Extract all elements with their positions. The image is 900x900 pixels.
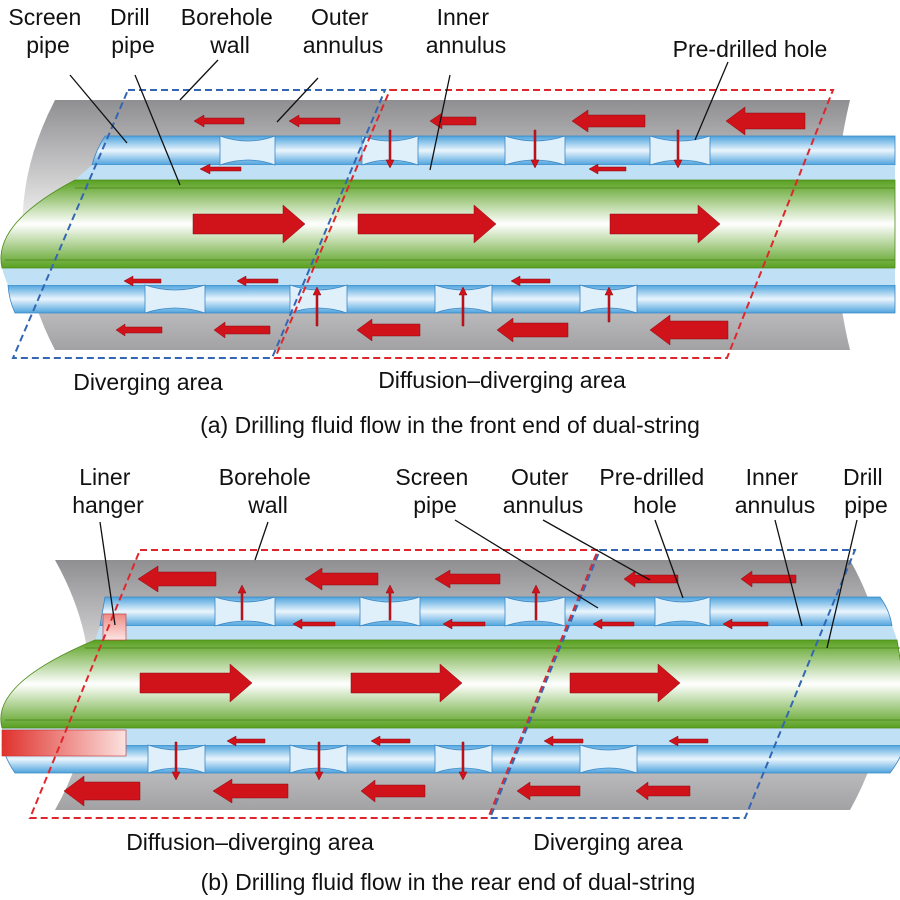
label-screen-pipe: Screen pipe xyxy=(395,464,474,518)
flow-arrow-right xyxy=(192,204,306,244)
flow-arrow-left xyxy=(292,618,336,630)
label-pre-drilled-hole: Pre-drilled hole xyxy=(673,36,828,62)
flow-arrow-left xyxy=(740,570,797,588)
label-outer-annulus: Outer annulus xyxy=(303,4,384,58)
flow-arrow-left xyxy=(635,781,691,801)
flow-arrow-left xyxy=(226,735,266,747)
area-label-diffusion-diverging: Diffusion–diverging area xyxy=(378,367,626,393)
flow-arrow-down xyxy=(673,129,683,169)
flow-arrow-left xyxy=(236,275,279,287)
flow-arrow-down xyxy=(385,129,395,169)
flow-arrow-up xyxy=(458,286,468,327)
inner-annulus-lower xyxy=(2,728,900,745)
flow-arrow-left xyxy=(115,323,163,337)
area-label-diffusion-diverging: Diffusion–diverging area xyxy=(126,829,374,855)
flow-arrows-a xyxy=(115,106,806,346)
inner-annulus-lower xyxy=(2,268,895,285)
flow-arrow-left xyxy=(360,779,426,803)
area-label-diverging: Diverging area xyxy=(73,369,223,395)
label-drill-pipe: Drill pipe xyxy=(843,464,889,518)
flow-arrow-left xyxy=(356,318,421,342)
flow-arrows-b xyxy=(63,565,797,807)
flow-arrow-right xyxy=(350,663,463,703)
inner-annulus-upper xyxy=(75,165,895,180)
flow-arrow-left xyxy=(725,106,806,136)
flow-arrow-left xyxy=(543,735,584,747)
flow-arrow-down xyxy=(458,741,468,781)
flow-arrow-right xyxy=(139,663,253,703)
diverging-area-outline xyxy=(11,89,387,359)
flow-arrow-right xyxy=(357,204,497,244)
inner-annulus-upper xyxy=(95,626,897,640)
label-pre-drilled-hole: Pre-drilled hole xyxy=(599,464,710,518)
flow-arrow-left xyxy=(193,114,245,128)
flow-arrow-left xyxy=(304,567,379,591)
flow-arrow-up xyxy=(531,584,541,621)
pre-drilled-holes-upper xyxy=(219,135,711,166)
flow-arrow-left xyxy=(199,163,242,175)
leader-lines-a xyxy=(69,59,729,186)
flow-arrow-down xyxy=(314,741,324,781)
caption-a: (a) Drilling fluid flow in the front end… xyxy=(200,412,700,438)
flow-arrow-up xyxy=(604,286,614,323)
diffusion-diverging-area-outline xyxy=(28,549,600,819)
flow-arrow-up xyxy=(385,584,395,621)
panel-b: Liner hanger Borehole wall Screen pipe O… xyxy=(0,464,900,895)
flow-arrow-down xyxy=(171,741,181,781)
diffusion-diverging-area-outline xyxy=(273,89,835,359)
label-liner-hanger: Liner hanger xyxy=(72,464,144,518)
caption-b: (b) Drilling fluid flow in the rear end … xyxy=(201,869,696,895)
flow-arrow-left xyxy=(623,570,679,588)
flow-arrow-left xyxy=(516,781,581,801)
label-inner-annulus: Inner annulus xyxy=(735,464,816,518)
labels-b: Liner hanger Borehole wall Screen pipe O… xyxy=(72,464,889,895)
label-outer-annulus: Outer annulus xyxy=(503,464,584,518)
flow-arrow-left xyxy=(722,618,769,630)
flow-arrow-left xyxy=(649,314,729,346)
flow-arrow-left xyxy=(496,317,569,343)
flow-arrow-left xyxy=(592,618,635,630)
flow-arrow-up xyxy=(312,286,322,327)
flow-arrow-left xyxy=(137,565,217,593)
flow-arrow-left xyxy=(510,275,551,287)
label-borehole-wall: Borehole wall xyxy=(181,4,279,58)
labels-a: Screen pipe Drill pipe Borehole wall Out… xyxy=(8,4,827,438)
flow-arrow-left xyxy=(370,735,411,747)
flow-arrow-left xyxy=(63,775,141,807)
flow-arrow-left xyxy=(434,569,501,589)
label-screen-pipe: Screen pipe xyxy=(8,4,87,58)
flow-arrow-down xyxy=(530,129,540,169)
panel-a: Screen pipe Drill pipe Borehole wall Out… xyxy=(0,4,896,438)
diverging-area-outline xyxy=(488,549,857,819)
flow-arrow-left xyxy=(212,778,289,804)
flow-arrow-left xyxy=(588,163,627,175)
liner-hanger-upper xyxy=(102,613,127,641)
upper-screen-pipe xyxy=(91,135,896,166)
flow-arrow-left xyxy=(668,735,709,747)
flow-arrow-right xyxy=(609,204,721,244)
flow-arrow-left xyxy=(213,321,271,339)
flow-arrow-right xyxy=(569,663,681,703)
leader-lines-b xyxy=(99,519,858,649)
label-inner-annulus: Inner annulus xyxy=(426,4,507,58)
label-borehole-wall: Borehole wall xyxy=(219,464,317,518)
label-drill-pipe: Drill pipe xyxy=(110,4,156,58)
liner-hanger-lower xyxy=(1,729,127,757)
flow-arrow-left xyxy=(123,275,162,287)
flow-arrow-left xyxy=(571,109,646,133)
flow-arrow-left xyxy=(288,114,341,128)
flow-arrow-up xyxy=(237,584,247,621)
flow-arrow-left xyxy=(442,618,486,630)
area-label-diverging: Diverging area xyxy=(533,829,683,855)
